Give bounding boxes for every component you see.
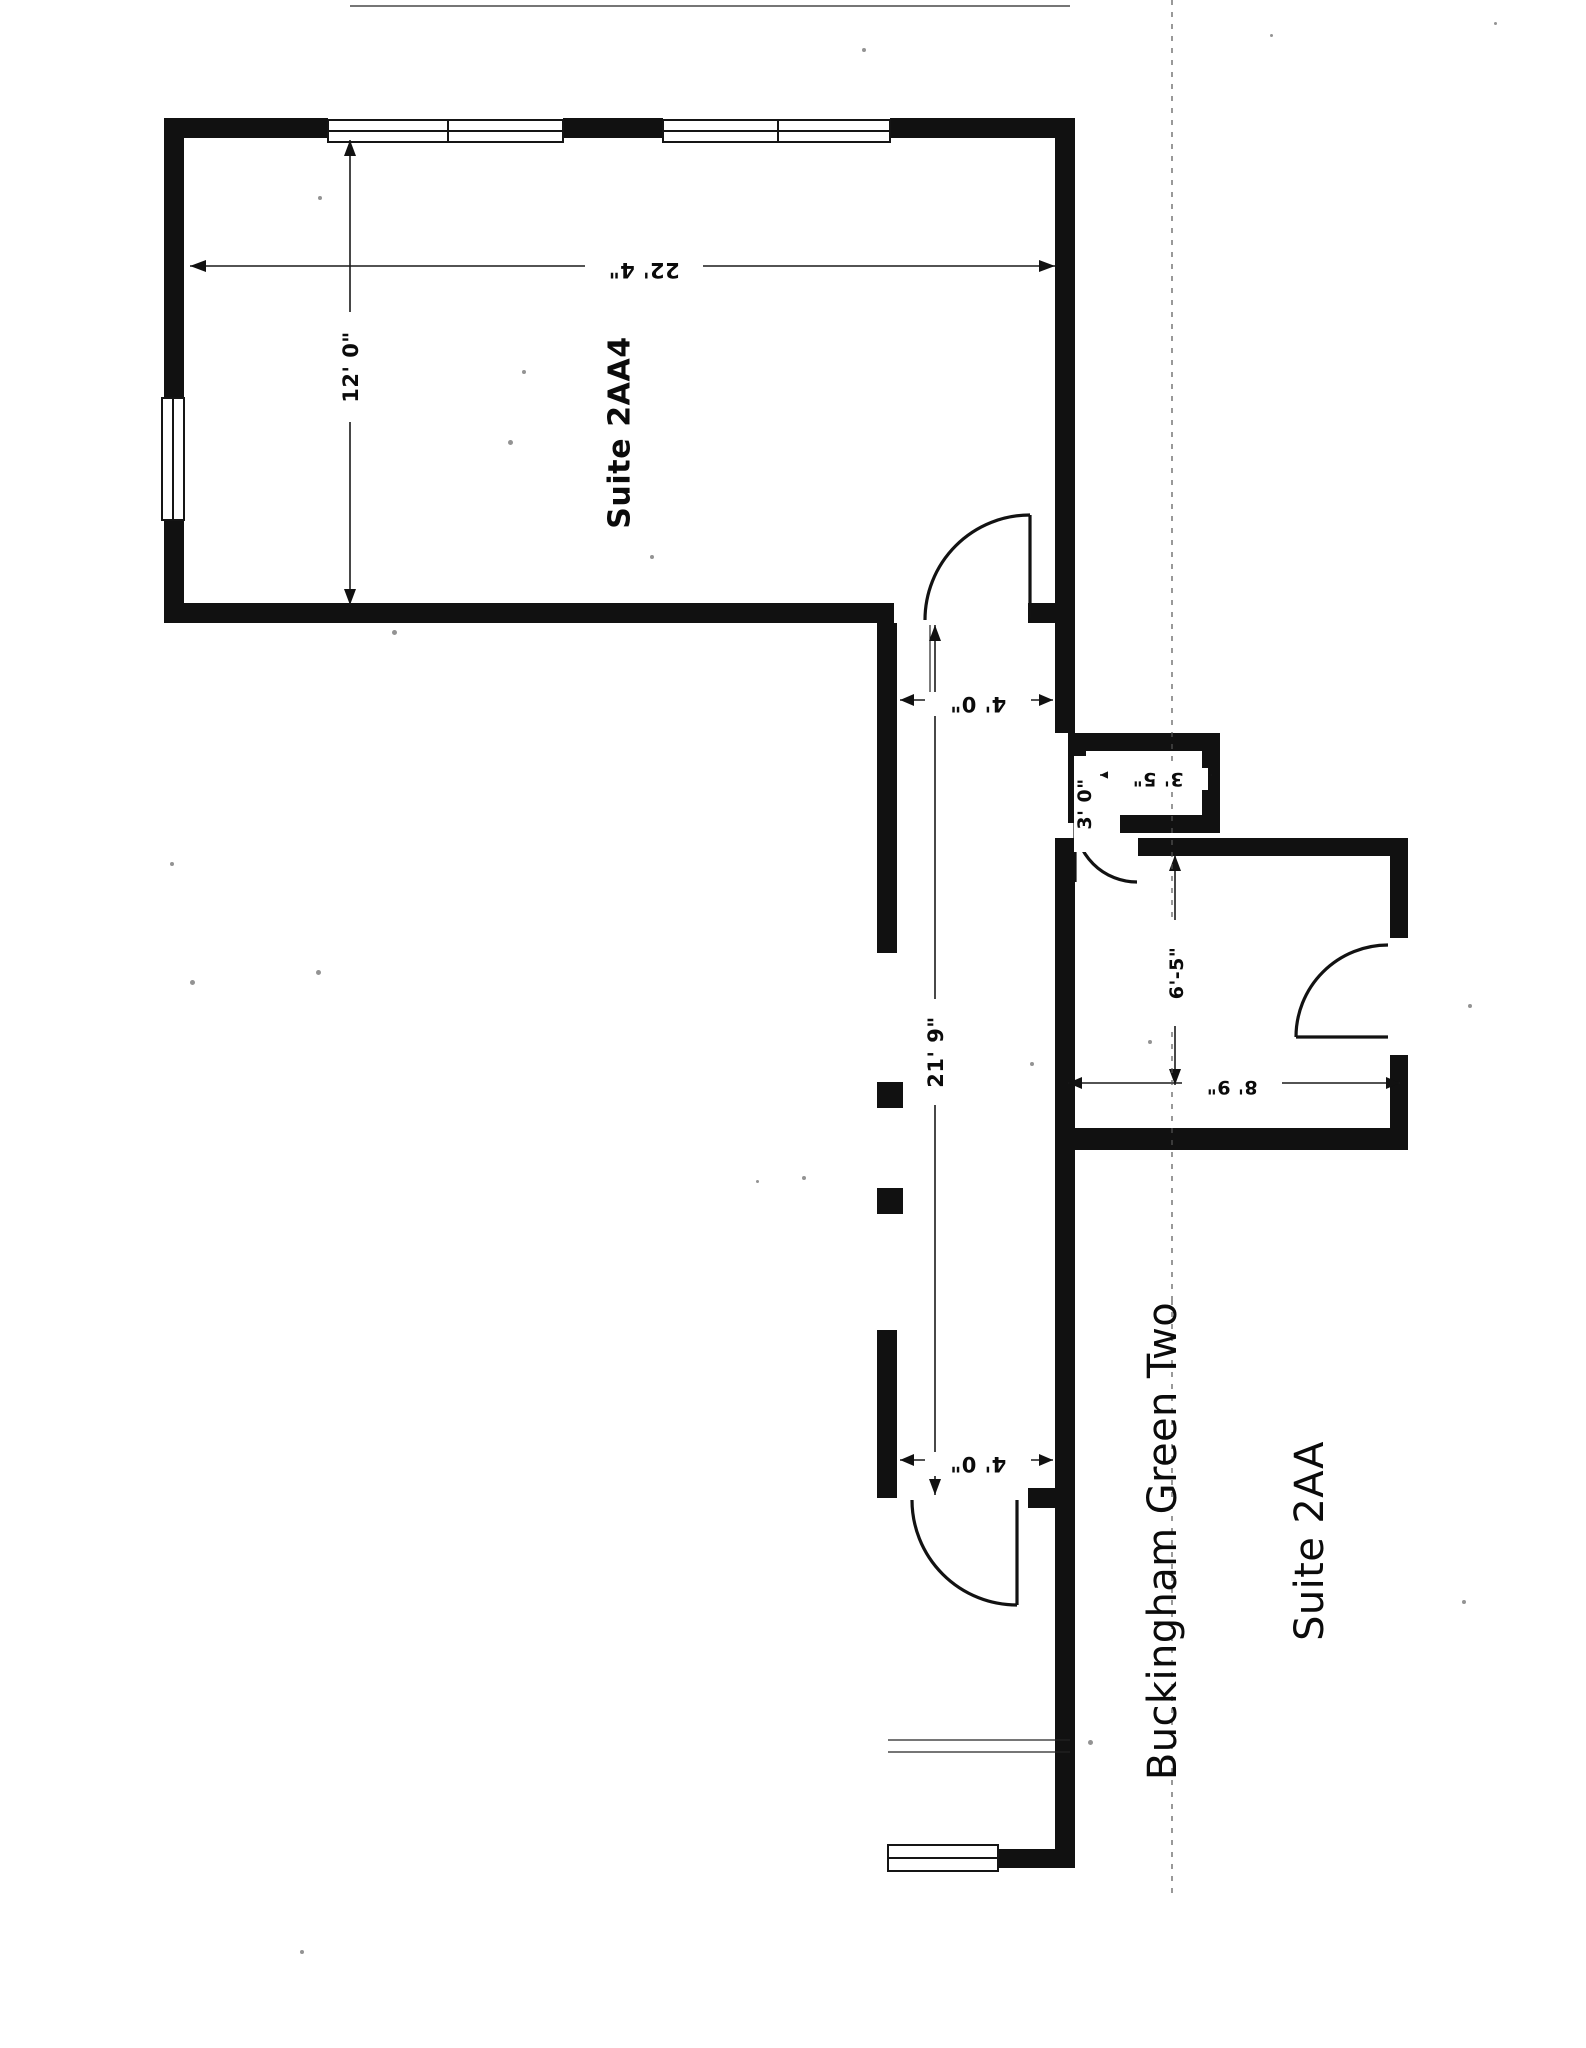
scan-speck: [1148, 1040, 1152, 1044]
wall-corridor-left-upper: [877, 623, 897, 953]
scan-speck: [756, 1180, 759, 1183]
scan-speck: [862, 48, 866, 52]
dimension-label-6-5: 6'-5": [1166, 920, 1188, 1026]
dimension-label-4-0-upper: 4' 0": [925, 692, 1031, 716]
window-left: [161, 397, 185, 521]
title-line-building: Buckingham Green Two: [1140, 1301, 1186, 1781]
window-top-left2: [447, 119, 564, 143]
dimension-label-22-4: 22' 4": [585, 258, 703, 282]
dimension-label-8-9: 8' 9": [1182, 1076, 1282, 1098]
window-top-right: [662, 119, 779, 143]
scan-speck: [1468, 1004, 1472, 1008]
scan-speck: [1494, 22, 1497, 25]
door-swing-suite2aa4: [923, 513, 1032, 621]
scan-speck: [1088, 1740, 1093, 1745]
wall-suite2aa4-bottom: [164, 603, 894, 623]
door-swing-restroom: [1294, 943, 1389, 1039]
window-top-right2: [777, 119, 891, 143]
window-top-left: [327, 119, 449, 143]
wall-closet-right: [1202, 733, 1220, 823]
dimension-label-3-0: 3' 0": [1074, 756, 1096, 852]
wall-suite2aa4-left: [164, 118, 184, 623]
title-line-suite: Suite 2AA: [1287, 1441, 1333, 1641]
wall-jamb-1: [877, 1082, 903, 1108]
wall-corridor-left-lower: [877, 1330, 897, 1498]
wall-restroom-right-upper: [1390, 838, 1408, 938]
scan-speck: [318, 196, 322, 200]
scan-speck: [1270, 34, 1273, 37]
wall-corridor-right-mid: [1055, 838, 1075, 1128]
dimension-label-4-0-lower: 4' 0": [925, 1452, 1031, 1476]
scan-speck: [300, 1950, 304, 1954]
scan-speck: [508, 440, 513, 445]
scan-speck: [190, 980, 195, 985]
scan-speck: [650, 555, 654, 559]
wall-closet-bottom: [1120, 815, 1220, 833]
dimension-label-21-9: 21' 9": [924, 999, 948, 1105]
wall-corridor-right-upper: [1055, 623, 1075, 733]
scan-speck: [392, 630, 397, 635]
wall-jamb-lower-door: [1028, 1488, 1075, 1508]
scan-speck: [1030, 1062, 1034, 1066]
scan-speck: [170, 862, 174, 866]
door-swing-corridor-lower: [910, 1499, 1019, 1607]
window-bottom: [887, 1844, 999, 1872]
scan-speck: [316, 970, 321, 975]
dimension-label-12-0: 12' 0": [339, 312, 363, 422]
room-label-suite-2aa4: Suite 2AA4: [602, 336, 638, 529]
wall-closet-top: [1068, 733, 1220, 751]
wall-jamb-2: [877, 1188, 903, 1214]
scan-speck: [1462, 1600, 1466, 1604]
wall-suite2aa4-right: [1055, 118, 1075, 628]
scan-speck: [802, 1176, 806, 1180]
wall-restroom-right-lower: [1390, 1055, 1408, 1150]
wall-restroom-top: [1138, 838, 1408, 856]
wall-restroom-bottom: [1055, 1128, 1408, 1150]
dimension-label-3-5: 3' 5": [1108, 768, 1208, 790]
wall-suite2aa4-top: [164, 118, 1075, 138]
scan-speck: [522, 370, 526, 374]
